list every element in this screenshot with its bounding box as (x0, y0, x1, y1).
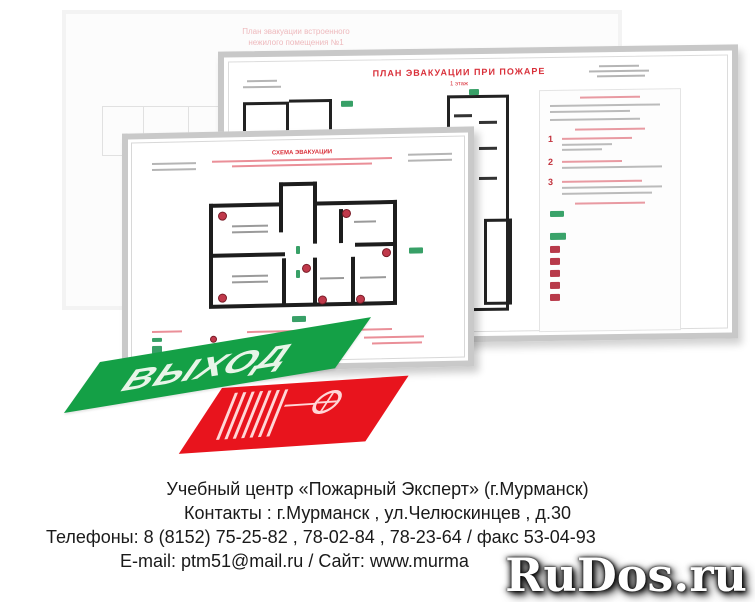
stamp-line (247, 79, 277, 83)
legend-symbol (550, 245, 560, 253)
wall (209, 252, 285, 258)
contact-info: Учебный центр «Пожарный Эксперт» (г.Мурм… (0, 477, 755, 573)
exit-marker (341, 100, 353, 107)
fire-extinguisher-marker (382, 248, 391, 258)
stamp-line (408, 158, 452, 162)
wall (393, 199, 397, 305)
legend-symbol (550, 232, 566, 240)
legend-heading (152, 330, 182, 334)
board-back-title-line1: План эвакуации встроенного (242, 27, 350, 36)
evac-route-arrow (296, 269, 300, 279)
stamp-line (408, 152, 452, 156)
instruction-number: 1 (548, 133, 554, 145)
stairs (479, 120, 497, 124)
title-subline (232, 162, 372, 168)
legend-panel: 1 2 3 (539, 88, 681, 333)
fire-extinguisher-marker (218, 211, 227, 221)
wall (355, 241, 397, 247)
wall (209, 202, 281, 208)
legend-symbol (550, 210, 564, 217)
legend-symbol (550, 257, 560, 265)
legend-heading (575, 201, 645, 205)
room-label (320, 277, 344, 280)
instruction-number: 3 (548, 176, 554, 188)
board-front-title: СХЕМА ЭВАКУАЦИИ (271, 149, 333, 157)
legend-symbol (550, 269, 560, 277)
room-label (232, 224, 268, 228)
room-label (232, 274, 268, 278)
email-website: E-mail: ptm51@mail.ru / Сайт: www.murma (120, 551, 469, 571)
fire-extinguisher-marker (302, 263, 311, 273)
fire-extinguisher-marker (218, 293, 227, 303)
stamp-line (599, 64, 639, 68)
stamp-line (589, 69, 649, 73)
stamp-line (243, 85, 281, 89)
room-label (232, 280, 268, 284)
legend-symbol (152, 337, 162, 343)
room-label (232, 230, 268, 234)
legend-text (562, 159, 622, 163)
legend-text (562, 165, 662, 169)
legend-text (562, 143, 612, 146)
legend-heading (575, 127, 645, 131)
stamp-line (597, 74, 645, 78)
floor-plan-room (484, 218, 512, 305)
room-label (354, 220, 376, 223)
phones: Телефоны: 8 (8152) 75-25-82 , 78-02-84 ,… (46, 527, 596, 547)
legend-text (550, 103, 660, 107)
address: Контакты : г.Мурманск , ул.Челюскинцев ,… (184, 503, 571, 523)
exit-marker (469, 88, 479, 96)
legend-text (562, 179, 642, 183)
legend-text (372, 341, 422, 345)
company-name: Учебный центр «Пожарный Эксперт» (г.Мурм… (166, 479, 589, 499)
wall (351, 256, 355, 305)
wall (313, 257, 317, 306)
exit-marker (409, 247, 423, 254)
legend-symbol (550, 281, 560, 289)
stamp-line (152, 162, 196, 166)
board-back-title: План эвакуации встроенного нежилого поме… (181, 26, 411, 48)
legend-heading (580, 95, 640, 99)
wall (282, 258, 286, 307)
room-label (360, 276, 386, 279)
board-middle-title: ПЛАН ЭВАКУАЦИИ ПРИ ПОЖАРЕ (372, 66, 546, 79)
fire-extinguisher-marker (342, 208, 351, 219)
legend-text (550, 117, 640, 121)
stairs (479, 176, 497, 180)
legend-text (562, 185, 662, 189)
stamp-line (152, 168, 196, 172)
legend-text (550, 109, 630, 113)
wall (313, 181, 317, 244)
legend-symbol (550, 293, 560, 301)
wall (279, 181, 317, 187)
watermark-text: RuDos.ru (505, 548, 747, 602)
stairs (454, 114, 472, 118)
exit-marker (292, 315, 306, 323)
stairs (479, 146, 497, 150)
legend-text (562, 136, 632, 140)
board-back-title-line2: нежилого помещения №1 (248, 38, 344, 47)
evac-route-arrow (296, 245, 300, 255)
wall (313, 199, 397, 206)
legend-text (562, 191, 652, 195)
wall (209, 302, 313, 309)
wall (279, 182, 283, 233)
board-middle-subtitle: 1 этаж (450, 81, 468, 88)
legend-text (364, 335, 424, 339)
instruction-number: 2 (548, 156, 554, 168)
legend-text (562, 148, 602, 151)
watermark: RuDos.ru (463, 551, 755, 600)
